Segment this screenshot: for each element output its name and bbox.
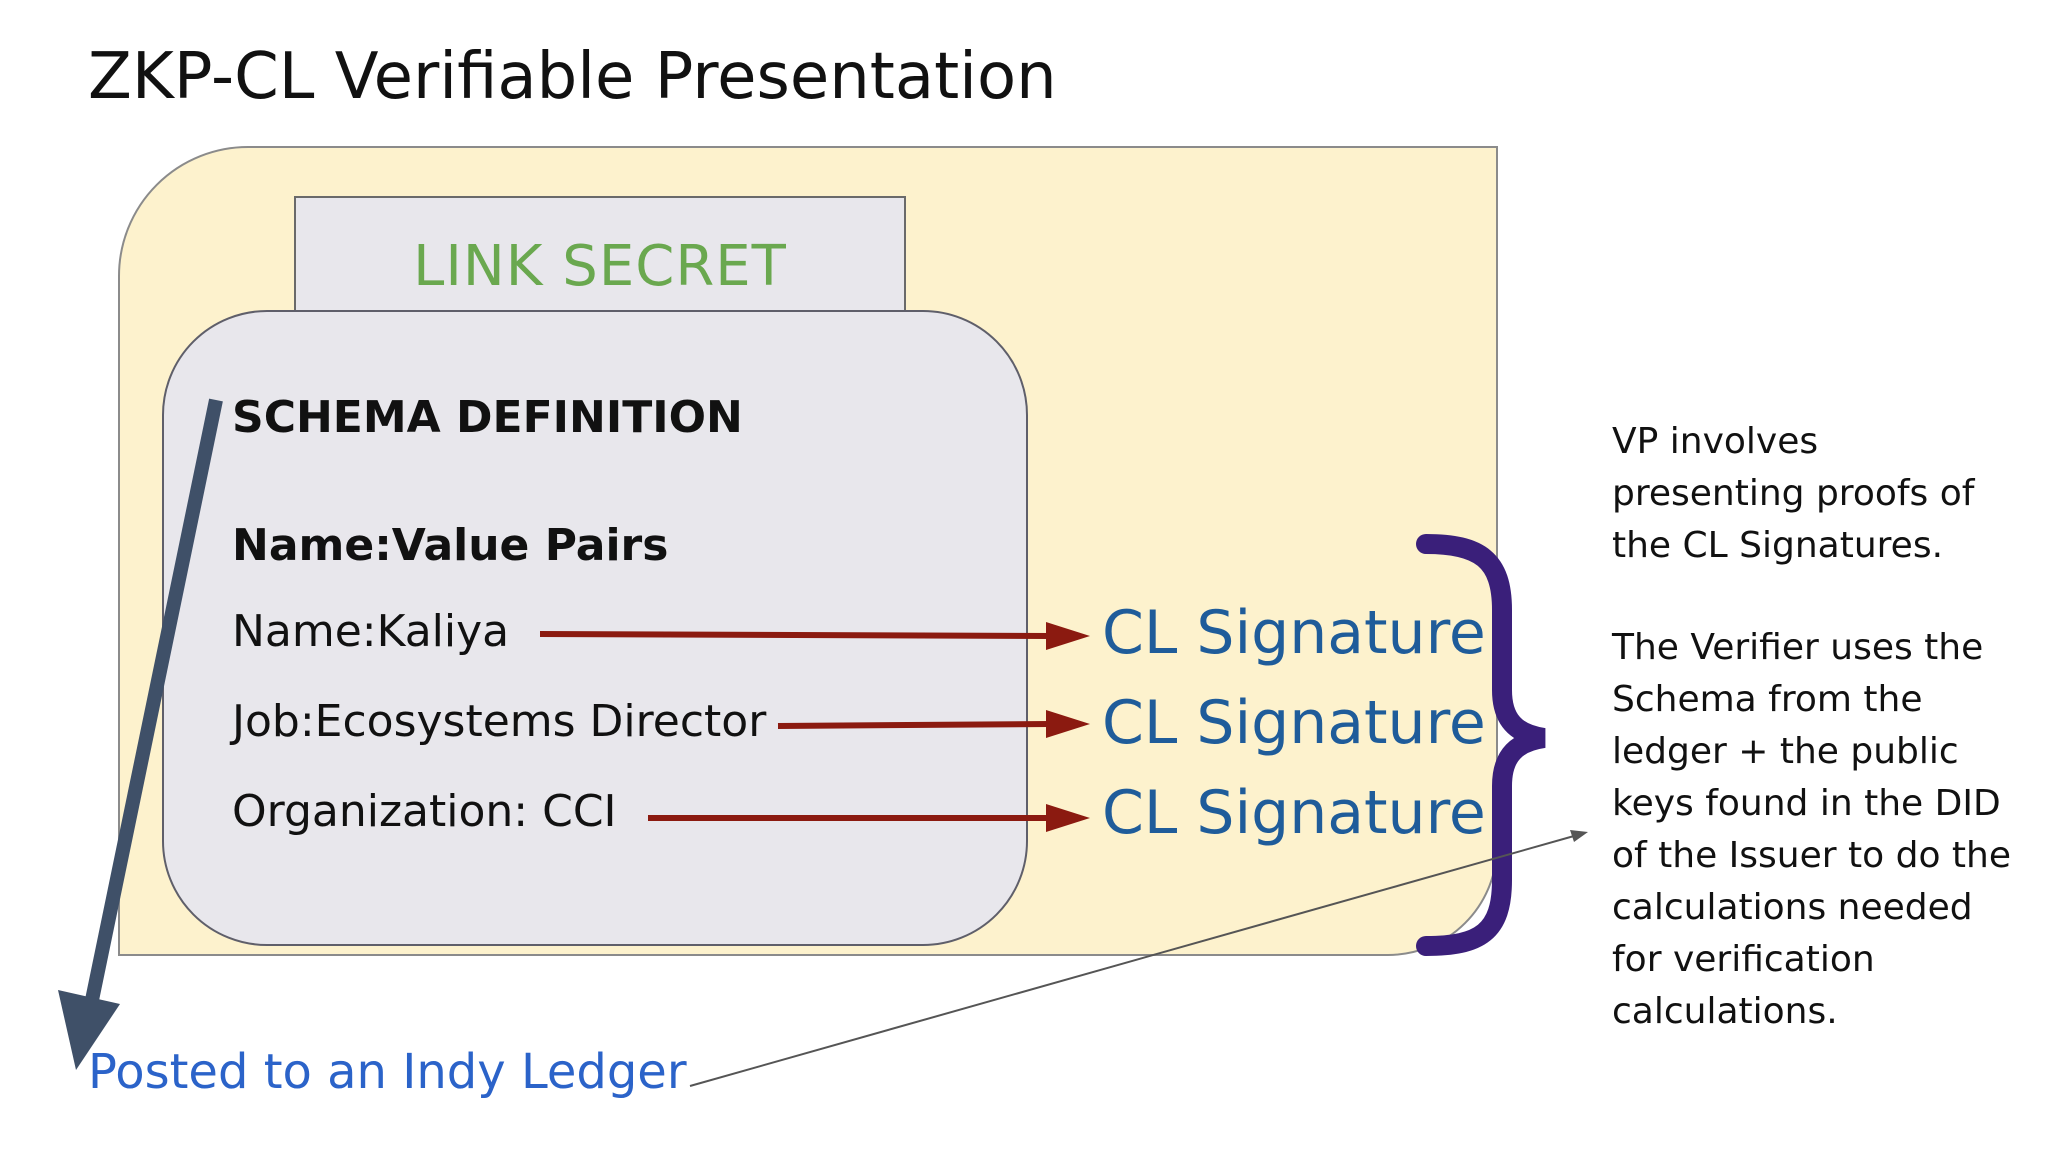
ledger-label: Posted to an Indy Ledger bbox=[88, 1044, 687, 1100]
right-curly-brace bbox=[1416, 534, 1546, 956]
pairs-label: Name:Value Pairs bbox=[232, 520, 669, 571]
side-note-line: for verification bbox=[1612, 939, 1875, 980]
side-note-line: the CL Signatures. bbox=[1612, 525, 1944, 566]
link-secret-label: LINK SECRET bbox=[413, 234, 787, 299]
schema-title: SCHEMA DEFINITION bbox=[232, 392, 743, 443]
attribute-organization: Organization: CCI bbox=[232, 786, 617, 837]
attribute-arrow-2 bbox=[777, 710, 1090, 738]
side-note-line: VP involves bbox=[1612, 421, 1819, 462]
side-note-line: presenting proofs of bbox=[1612, 473, 1975, 514]
side-note-line: of the Issuer to do the bbox=[1612, 835, 2011, 876]
cl-signature-3: CL Signature bbox=[1102, 778, 1486, 848]
attribute-job: Job:Ecosystems Director bbox=[232, 696, 767, 747]
attribute-arrow-3 bbox=[648, 804, 1090, 832]
side-note-line: Schema from the bbox=[1612, 679, 1923, 720]
ledger-arrow bbox=[58, 398, 223, 1070]
cl-signature-1: CL Signature bbox=[1102, 598, 1486, 668]
side-note-verifier: The Verifier uses the Schema from the le… bbox=[1612, 622, 2011, 1038]
side-note-line: calculations needed bbox=[1612, 887, 1973, 928]
schema-definition-box bbox=[162, 310, 1028, 946]
page-title: ZKP-CL Verifiable Presentation bbox=[88, 40, 1057, 114]
cl-signature-2: CL Signature bbox=[1102, 688, 1486, 758]
side-note-line: ledger + the public bbox=[1612, 731, 1959, 772]
ledger-pointer bbox=[689, 830, 1588, 1087]
side-note-line: The Verifier uses the bbox=[1612, 627, 1984, 668]
attribute-arrow-1 bbox=[539, 622, 1090, 650]
side-note-vp: VP involves presenting proofs of the CL … bbox=[1612, 416, 1974, 572]
attribute-name: Name:Kaliya bbox=[232, 606, 510, 657]
side-note-line: keys found in the DID bbox=[1612, 783, 2001, 824]
side-note-line: calculations. bbox=[1612, 991, 1838, 1032]
